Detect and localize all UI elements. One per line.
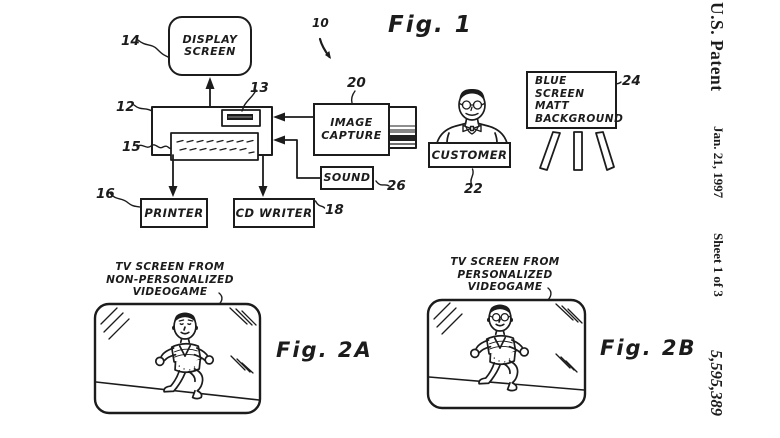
tripod-leg-middle [573,131,583,171]
ref-22: 22 [464,181,483,197]
display-screen-label-line1: DISPLAY [182,32,238,46]
keyboard-keys [176,139,255,154]
printer-label: PRINTER [144,205,204,220]
display-screen-box: DISPLAY SCREEN [168,16,252,76]
generic-face [178,319,194,326]
fig2a-caption: TV SCREEN FROM NON-PERSONALIZED VIDEOGAM… [88,261,252,299]
fig2b-caption: TV SCREEN FROM PERSONALIZED VIDEOGAME [423,256,587,294]
ref-10: 10 [312,16,329,30]
ref-13: 13 [250,80,269,96]
tv-screen-2b [426,298,587,410]
fig2b-title: Fig. 2B [600,336,697,360]
customer-glasses-icon [458,100,486,110]
sound-box: SOUND [320,166,374,190]
leader-12 [133,104,153,112]
tripod-leg-right [595,131,615,171]
display-screen-label-line2: SCREEN [184,45,236,58]
fig2a-caption-line3: VIDEOGAME [132,286,208,298]
leader-14 [137,39,169,58]
ref-26: 26 [387,178,406,194]
fig2b-caption-line2: PERSONALIZED [457,268,553,281]
keyboard [170,132,259,161]
leader-15 [136,144,172,150]
ref-20: 20 [347,75,366,91]
fig2a-title: Fig. 2A [276,338,373,362]
background-label-line4: BACKGROUND [535,112,624,125]
floor-line-2b [428,376,585,391]
ref-14: 14 [121,33,140,49]
arrowhead-down-printer [168,186,178,197]
sheet-number: Sheet 1 of 3 [711,233,726,297]
arrowhead-down-cd-writer [258,186,268,197]
fig2b-caption-line3: VIDEOGAME [467,281,543,293]
ref-24: 24 [622,73,641,89]
videogame-character-personalized [469,304,530,392]
customer-right-shoulder [477,122,508,144]
background-label-line1: BLUE [535,75,567,87]
customer-box: CUSTOMER [428,142,511,168]
leader-18 [314,200,326,209]
leader-lines [109,37,622,209]
fig2b-caption-line1: TV SCREEN FROM [450,256,560,268]
ref-15: 15 [122,139,141,155]
arrowhead-left-sound [273,135,285,145]
cd-writer-label: CD WRITER [235,205,313,220]
patent-date: Jan. 21, 1997 [711,126,726,199]
connector-sound [284,139,321,179]
leader-13 [241,89,257,112]
glass-reflections-2b [433,302,583,373]
tripod-leg-left [539,131,561,171]
printer-box: PRINTER [140,198,208,228]
customer-left-shoulder [436,122,467,144]
ref-18: 18 [325,202,344,218]
floor-line-2a [95,381,260,401]
patent-header: U.S. Patent [707,2,727,92]
leader-22 [470,168,474,185]
glass-reflections-2a [100,307,257,374]
arrowhead-left-image-capture [273,112,285,122]
arrowhead-up-display [205,77,215,89]
computer-unit [151,106,273,161]
customer-figure [436,88,508,144]
tv-screen-2a [93,302,262,415]
fig1-title: Fig. 1 [388,12,473,38]
arrowhead-10 [325,51,331,59]
leader-20 [350,90,356,104]
image-capture-label-line2: CAPTURE [321,128,382,142]
image-capture-label-line1: IMAGE [330,116,373,129]
background-label-line2: SCREEN [535,87,585,100]
leader-16 [109,192,141,208]
image-capture-box: IMAGE CAPTURE [313,103,390,156]
background-tripod [539,131,615,171]
leader-26 [375,180,390,187]
customer-hair [459,88,485,101]
videogame-character-generic [154,312,215,400]
background-label-line3: MATT [535,100,570,112]
ref-12: 12 [116,99,135,115]
customer-label: CUSTOMER [431,147,508,162]
background-screen-box: BLUE SCREEN MATT BACKGROUND [526,71,623,129]
connectors [168,77,321,197]
fig2a-caption-line2: NON-PERSONALIZED [106,273,234,286]
ref-16: 16 [96,186,115,202]
camera-lens [387,106,417,149]
cd-writer-box: CD WRITER [233,198,315,228]
patent-number: 5,595,389 [707,350,726,416]
personalized-glasses-icon [488,313,512,322]
fig2a-caption-line1: TV SCREEN FROM [115,261,225,273]
sound-label: SOUND [323,170,371,184]
